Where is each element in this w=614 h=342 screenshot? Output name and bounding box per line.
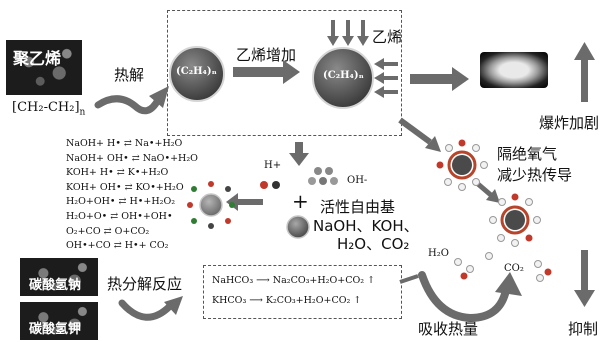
polymer-formula-text: CH₂-CH₂ [17,100,75,115]
pyrolysis-curved-arrow [94,86,169,115]
equation-row: NaOH+ H• ⇄ Na•+H₂O [66,138,183,149]
radical-sphere-group [187,181,235,229]
polyethylene-photo: 聚乙烯 [6,40,82,95]
equation-row: KOH+ OH• ⇄ KO•+H₂O [66,181,184,193]
ethylene-inflow-down-arrows [327,20,369,46]
coated-sphere-bottom [489,193,541,247]
polymer-subscript: n [79,107,86,118]
explosion-photo [480,52,548,88]
equation-row: H₂O+OH• ⇄ H•+H₂O₂ [66,196,176,208]
potassium-bicarbonate-photo: 碳酸氢钾 [20,302,98,340]
decomposition-equation-box [203,265,402,319]
ethylene-increase-label: 乙烯增加 [236,46,297,64]
coated-sphere-top [436,139,488,191]
radical-species-line-2: H₂O、CO₂ [337,235,410,253]
pyrolysis-label: 热解 [114,66,145,84]
pyrolysis-process-box [167,10,402,136]
ethylene-label: 乙烯 [372,28,403,46]
active-radicals-label: 活性自由基 [320,198,396,216]
h-plus-dots [260,181,280,189]
to-explosion-arrow [410,67,469,91]
equation-row: NaOH+ OH• ⇄ NaO•+H₂O [66,152,198,164]
equation-row: H₂O+O• ⇄ OH•+OH• [66,210,173,222]
ethylene-sphere-left [169,46,225,102]
polyethylene-label: 聚乙烯 [13,49,62,68]
box-down-arrow [289,142,309,166]
ethylene-increase-arrow [233,60,300,84]
thermal-decomposition-label: 热分解反应 [107,275,183,293]
oh-minus-label: OH- [347,175,368,186]
sodium-bicarbonate-photo: 碳酸氢钠 [20,258,98,296]
radical-equations: NaOH+ H• ⇄ Na•+H₂O NaOH+ OH• ⇄ NaO•+H₂O … [66,137,198,254]
equation-row: KOH+ H• ⇄ K•+H₂O [66,167,169,179]
suppress-label: 抑制 [568,320,599,338]
active-radical-sphere [286,215,310,239]
polymer-bracket-right: ] [74,100,80,115]
plus-sign: + [292,189,309,213]
sodium-bicarbonate-label: 碳酸氢钠 [29,278,82,293]
polymer-bracket-left: [ [12,100,18,115]
to-isolation-arrow [398,117,441,152]
reduce-heat-label: 减少热传导 [497,166,573,184]
polymer-formula: [CH₂-CH₂]n [12,100,85,118]
equation-row: OH•+CO ⇄ H•+ CO₂ [66,240,169,252]
decomposition-equations: NaHCO₃ ⟶ Na₂CO₃+H₂O+CO₂ ↑ KHCO₃ ⟶ K₂CO₃+… [212,271,375,311]
sphere-left-formula: (C₂H₄)ₙ [176,66,217,77]
co2-label: CO₂ [504,263,524,274]
decomposition-equation-row: NaHCO₃ ⟶ Na₂CO₃+H₂O+CO₂ ↑ [212,275,376,286]
explosion-intensify-label: 爆炸加剧 [539,114,600,132]
oh-minus-dots [308,167,338,185]
decomposition-curved-arrow [118,296,183,321]
sphere-right-formula: (C₂H₄)ₙ [323,70,364,81]
isolate-oxygen-label: 隔绝氧气 [497,145,558,163]
radical-species-line-1: NaOH、KOH、 [313,217,419,235]
explosion-up-arrow [574,42,595,102]
ethylene-inflow-left-arrows [374,58,398,98]
absorb-heat-curved-arrow [418,271,522,323]
ions-left-arrow [226,193,263,211]
suppress-down-arrow [574,250,595,307]
ethylene-sphere-right [312,47,374,109]
to-absorb-heat-arrow [399,274,419,284]
isolation-to-lower-arrow [476,182,500,203]
h2o-label: H₂O [428,248,449,259]
potassium-bicarbonate-label: 碳酸氢钾 [29,322,82,337]
h-plus-label: H+ [264,160,282,171]
released-gas-dots [454,252,552,282]
equation-row: O₂+CO ⇄ O+CO₂ [66,225,150,237]
decomposition-equation-row: KHCO₃ ⟶ K₂CO₃+H₂O+CO₂ ↑ [212,295,362,306]
absorb-heat-label: 吸收热量 [418,320,479,338]
